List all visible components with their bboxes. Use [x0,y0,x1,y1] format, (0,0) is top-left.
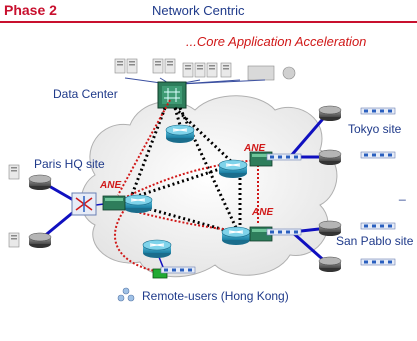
tokyo-lan-2 [360,151,396,159]
ane-label-south: ANE [252,207,274,218]
slide-header: Phase 2 Network Centric [0,0,417,22]
tokyo-router-1 [318,105,342,122]
data-center-label: Data Center [53,87,118,101]
ane-paris [102,195,126,211]
paris-switch [71,192,97,216]
data-center-switch [157,81,187,109]
sanpablo-router-2 [318,256,342,273]
diagram-subtitle: ...Core Application Acceleration [186,34,367,49]
dash-mark: _ [399,187,406,201]
sanpablo-switch [266,228,302,236]
ane-label-east: ANE [244,143,266,154]
tokyo-site-label: Tokyo site [348,122,402,136]
paris-servers [8,164,52,249]
paris-site-label: Paris HQ site [34,157,105,171]
remote-users-label: Remote-users (Hong Kong) [142,289,289,303]
san-pablo-site-label: San Pablo site [336,234,414,248]
tokyo-router-2 [318,149,342,166]
remote-users-icon [117,287,135,302]
header-title: Network Centric [152,3,245,18]
core-router-west [123,194,153,214]
remote-client [152,266,196,279]
phase-label: Phase 2 [4,2,57,18]
core-router-east [218,159,248,179]
data-center-servers [114,58,296,81]
tokyo-switch-east [266,153,302,161]
tokyo-lan-1 [360,107,396,115]
sanpablo-lan-2 [360,258,396,266]
remote-router [142,239,172,259]
core-router-south [221,226,251,246]
header-divider [0,21,417,23]
ane-label-paris: ANE [100,180,122,191]
sanpablo-lan-1 [360,222,396,230]
core-router-top [165,124,195,144]
